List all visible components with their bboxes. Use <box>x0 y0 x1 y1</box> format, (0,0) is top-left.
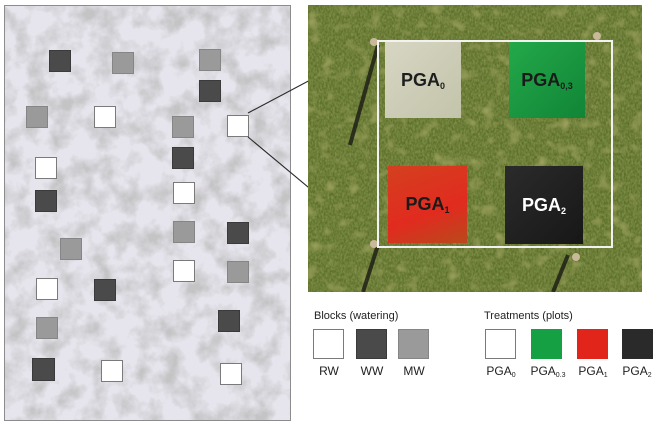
field-block <box>60 238 82 260</box>
plot-pga-0-3: PGA0,3 <box>509 42 585 118</box>
field-block <box>94 106 116 128</box>
field-block <box>173 182 195 204</box>
legend-label-pga2: PGA2 <box>622 364 652 379</box>
block-frame <box>377 40 613 248</box>
treatments-legend-title: Treatments (plots) <box>484 310 573 322</box>
field-block <box>173 260 195 282</box>
plot-pga-0: PGA0 <box>385 42 461 118</box>
grass-texture <box>308 5 642 292</box>
legend-label-rw: RW <box>319 364 339 378</box>
legend-label-pga1: PGA1 <box>578 364 608 379</box>
field-block <box>36 278 58 300</box>
plot-label: PGA2 <box>521 194 567 216</box>
field-block <box>101 360 123 382</box>
field-texture <box>5 6 290 420</box>
field-block <box>220 363 242 385</box>
field-block <box>35 190 57 212</box>
legend-label-pga0: PGA0 <box>486 364 516 379</box>
legend-swatch-mw <box>398 329 429 359</box>
legend-swatch-pga2 <box>622 329 653 359</box>
block-photo <box>308 5 642 292</box>
field-block <box>32 358 55 381</box>
legend-label-pga03: PGA0.3 <box>530 364 566 379</box>
field-block <box>199 80 221 102</box>
plot-label: PGA0,3 <box>521 69 573 91</box>
legend-label-ww: WW <box>360 364 384 378</box>
plot-pga-1: PGA1 <box>388 166 467 243</box>
field-block <box>49 50 71 72</box>
blocks-legend-title: Blocks (watering) <box>314 310 399 322</box>
field-block <box>26 106 48 128</box>
field-block <box>112 52 134 74</box>
field-block <box>94 279 116 301</box>
legend-swatch-rw <box>313 329 344 359</box>
legend-label-mw: MW <box>403 364 425 378</box>
plot-label: PGA1 <box>405 194 450 215</box>
field-map <box>4 5 291 421</box>
field-block <box>218 310 240 332</box>
field-block <box>36 317 58 339</box>
field-block <box>227 222 249 244</box>
field-block <box>35 157 57 179</box>
field-block <box>227 115 249 137</box>
plot-label: PGA0 <box>400 69 446 91</box>
field-block <box>227 261 249 283</box>
legend-swatch-pga03 <box>531 329 562 359</box>
legend-swatch-ww <box>356 329 387 359</box>
plot-pga-2: PGA2 <box>505 166 583 244</box>
field-block <box>172 116 194 138</box>
legend-swatch-pga1 <box>577 329 608 359</box>
field-block <box>172 147 194 169</box>
legend-swatch-pga0 <box>485 329 516 359</box>
field-block <box>199 49 221 71</box>
field-block <box>173 221 195 243</box>
